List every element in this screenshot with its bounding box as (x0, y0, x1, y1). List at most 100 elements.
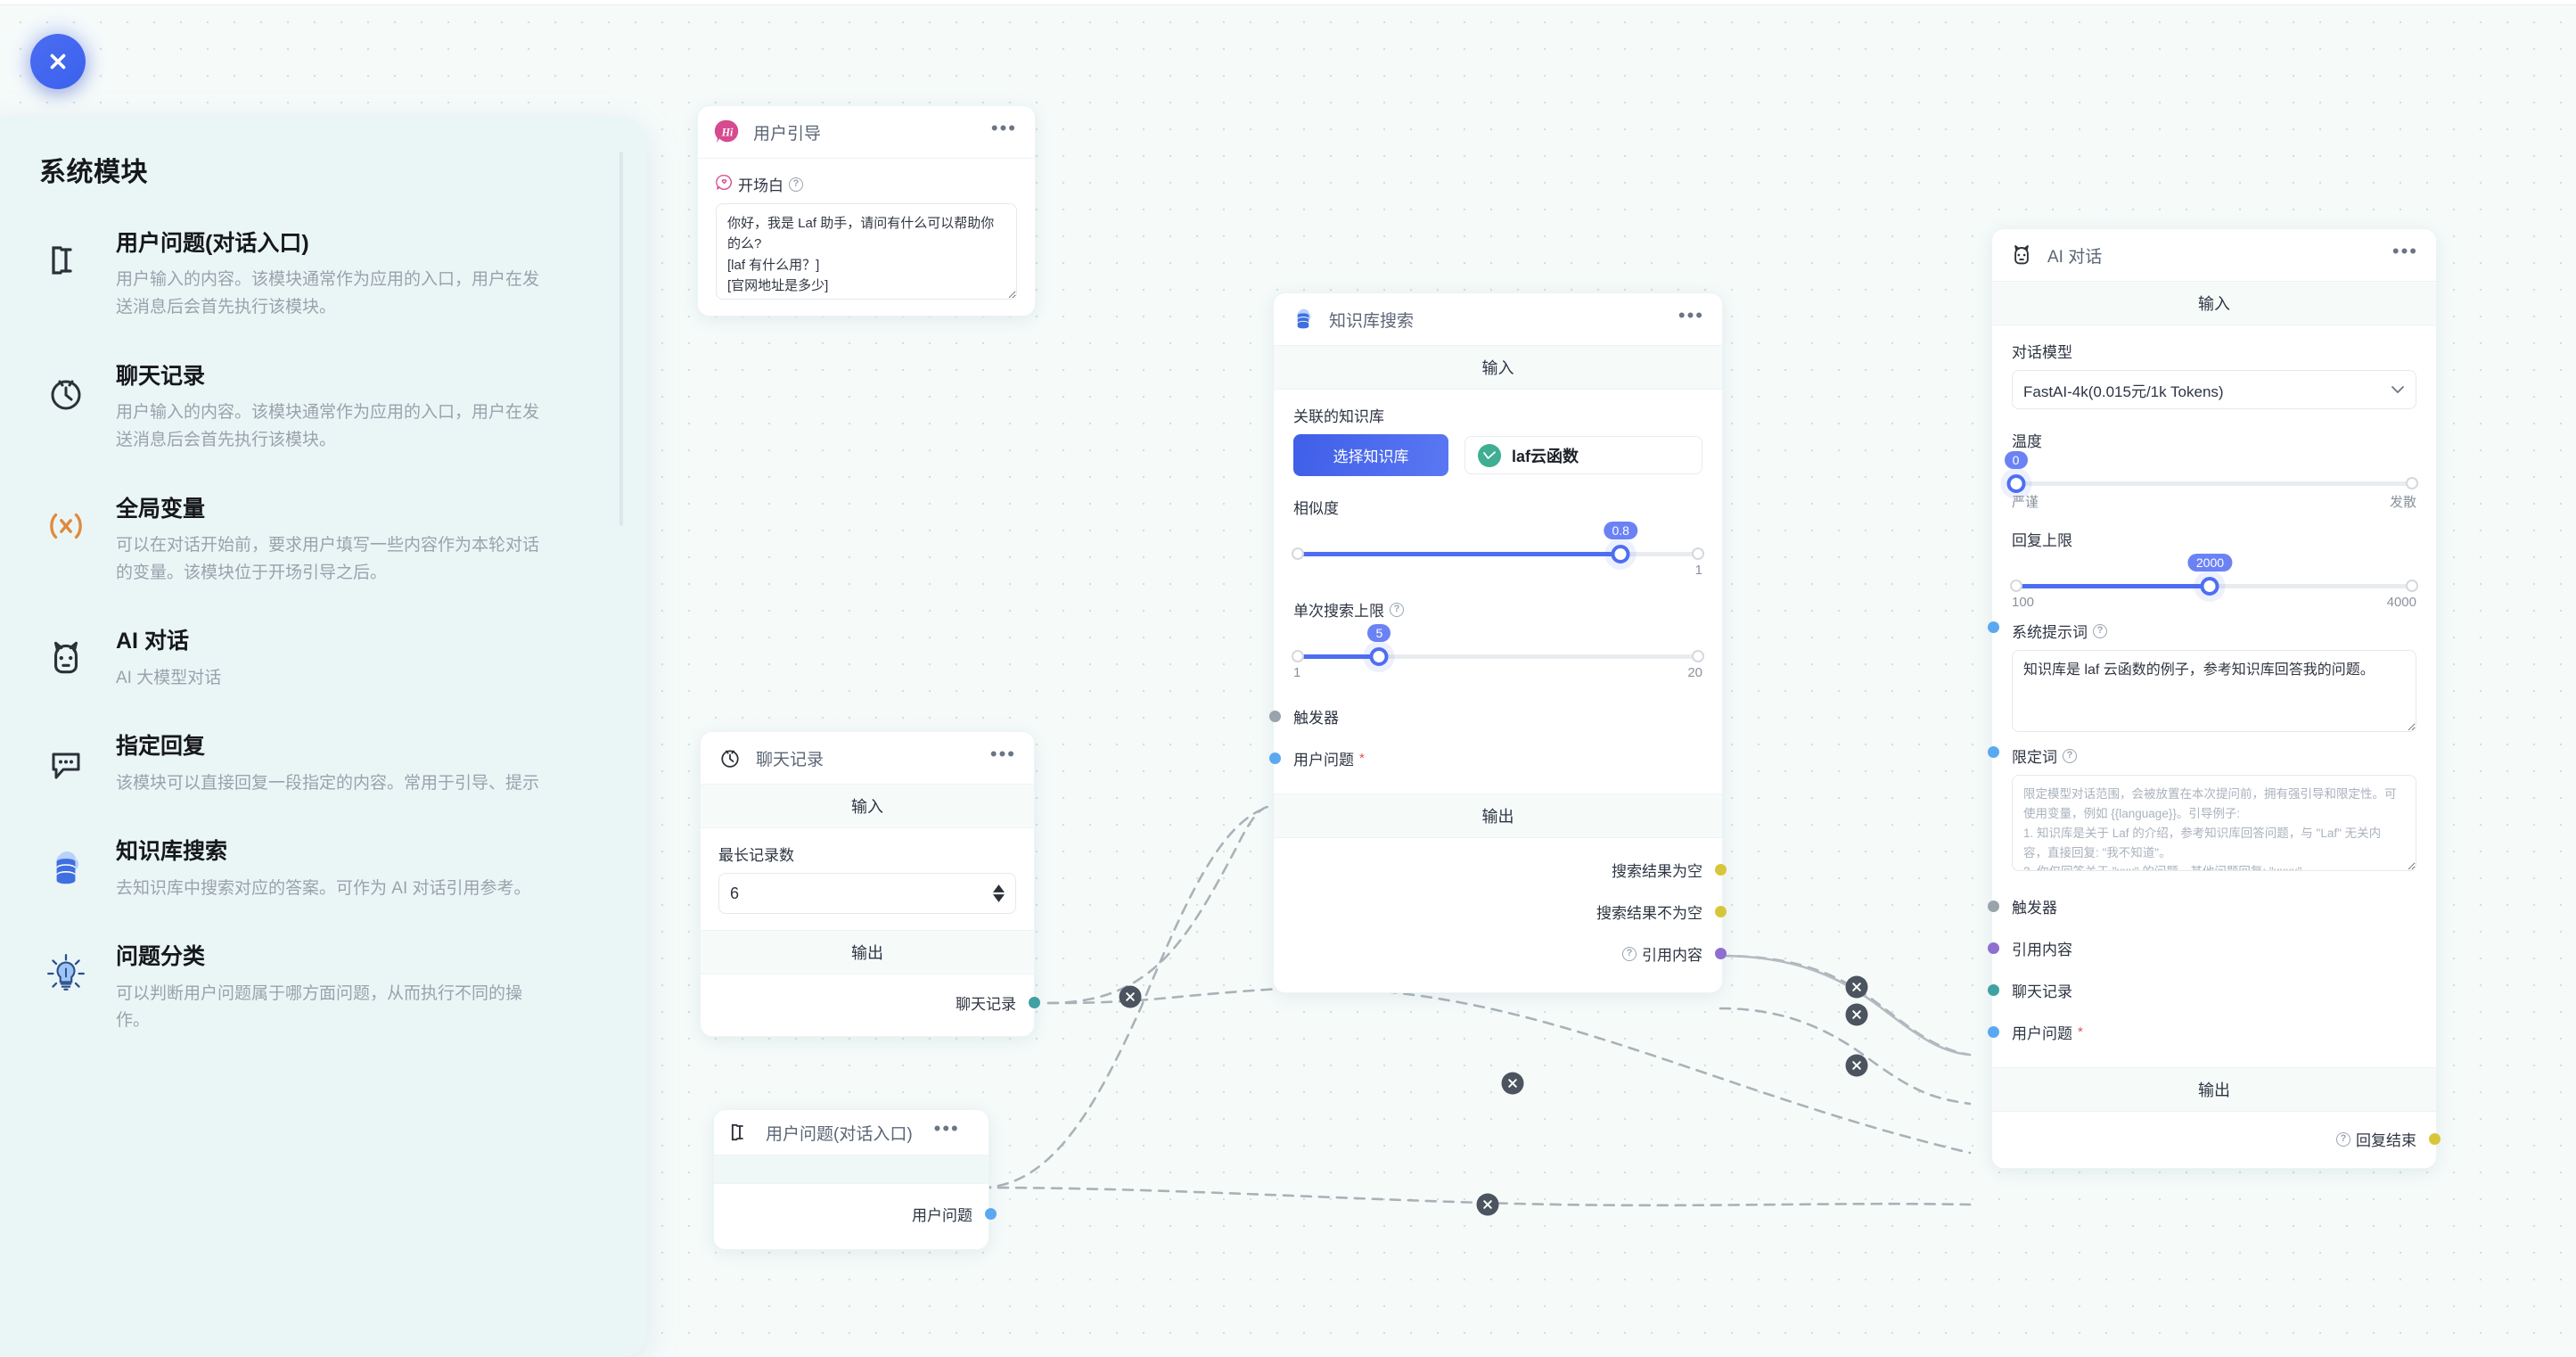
field-label-limit-word: 限定词 ? (2012, 744, 2416, 767)
node-header[interactable]: 聊天记录 ••• (701, 732, 1034, 785)
port-handle[interactable] (1988, 942, 1999, 954)
port-handle[interactable] (1715, 864, 1727, 876)
port-handle[interactable] (1269, 711, 1281, 722)
model-select[interactable]: FastAI-4k(0.015元/1k Tokens) (2012, 370, 2416, 409)
input-port-row-quote[interactable]: 引用内容 (1988, 927, 2416, 969)
node-chat-history[interactable]: 聊天记录 ••• 输入 最长记录数 6 输出 聊天记录 (700, 731, 1040, 1037)
port-label: 用户问题* (1293, 751, 1365, 769)
system-prompt-input[interactable]: 知识库是 laf 云函数的例子，参考知识库回答我的问题。 (2012, 650, 2416, 732)
sidebar-item-user-question[interactable]: 用户问题(对话入口) 用户输入的内容。该模块通常作为应用的入口，用户在发送消息后… (39, 228, 596, 322)
node-ai-chat[interactable]: AI 对话 ••• 输入 对话模型 FastAI-4k(0.015元/1k To… (1988, 228, 2441, 1169)
node-header[interactable]: AI 对话 ••• (1992, 229, 2436, 282)
node-body: 开场白 ? 你好，我是 Laf 助手，请问有什么可以帮助你的么? [laf 有什… (698, 159, 1035, 316)
port-handle[interactable] (1029, 997, 1040, 1008)
slider-thumb[interactable] (2200, 577, 2219, 596)
node-dataset-search[interactable]: 知识库搜索 ••• 输入 关联的知识库 选择知识库 laf云函数 相似度 0.8 (1269, 292, 1727, 993)
sidebar-item-specified-reply[interactable]: 指定回复 该模块可以直接回复一段指定的内容。常用于引导、提示 (39, 731, 596, 797)
port-label: 聊天记录 (956, 996, 1016, 1013)
help-icon[interactable]: ? (2093, 623, 2107, 638)
port-label: 用户问题 (912, 1207, 972, 1224)
input-port-row-chat-history[interactable]: 聊天记录 (1988, 969, 2416, 1011)
limit-word-input[interactable]: 限定模型对话范围，会被放置在本次提问前，拥有强引导和限定性。可使用变量，例如 {… (2012, 775, 2416, 871)
field-label-system-prompt: 系统提示词 ? (2012, 620, 2416, 642)
edge-delete-button[interactable] (1845, 1054, 1868, 1077)
panel-scrollbar[interactable] (619, 152, 623, 526)
node-title: 知识库搜索 (1329, 311, 1415, 331)
temperature-slider[interactable]: 0 严谨 发散 (2004, 451, 2418, 510)
port-handle[interactable] (2429, 1133, 2441, 1145)
dataset-chip[interactable]: laf云函数 (1464, 436, 1702, 474)
sidebar-item-dataset-search[interactable]: 知识库搜索 去知识库中搜索对应的答案。可作为 AI 对话引用参考。 (39, 836, 596, 902)
output-port-row-reply-end[interactable]: ? 回复结束 (2012, 1123, 2441, 1156)
slider-track (1293, 654, 1702, 659)
slider-fill (1293, 654, 1380, 659)
node-header[interactable]: 知识库搜索 ••• (1274, 293, 1722, 346)
node-user-guide[interactable]: Hi 用户引导 ••• 开场白 ? 你好，我是 Laf 助手，请问有什么可以帮助… (697, 105, 1036, 317)
sidebar-item-ai-chat[interactable]: AI 对话 AI 大模型对话 (39, 626, 596, 692)
slider-max-label: 发散 (2389, 495, 2416, 510)
opening-text-input[interactable]: 你好，我是 Laf 助手，请问有什么可以帮助你的么? [laf 有什么用？] [… (716, 203, 1017, 300)
input-port-row-trigger[interactable]: 触发器 (1988, 885, 2416, 927)
port-handle[interactable] (1988, 621, 1999, 633)
node-header[interactable]: 用户问题(对话入口) ••• (714, 1110, 989, 1156)
output-port-row-quote[interactable]: ? 引用内容 (1293, 933, 1727, 975)
field-label-max-tokens: 回复上限 (2012, 532, 2072, 549)
chevron-down-icon (2391, 382, 2405, 397)
sidebar-item-chat-history[interactable]: 聊天记录 用户输入的内容。该模块通常作为应用的入口，用户在发送消息后会首先执行该… (39, 361, 596, 455)
port-handle[interactable] (1988, 1026, 1999, 1038)
help-icon[interactable]: ? (1390, 602, 1404, 617)
slider-thumb[interactable] (1611, 545, 1630, 563)
edge-delete-button[interactable] (1845, 975, 1868, 999)
sidebar-item-question-classify[interactable]: 问题分类 可以判断用户问题属于哪方面问题，从而执行不同的操作。 (39, 942, 596, 1035)
port-handle[interactable] (1715, 906, 1727, 917)
node-title: AI 对话 (2047, 247, 2103, 267)
slider-thumb[interactable] (1369, 647, 1389, 666)
input-port-row-user-question[interactable]: 用户问题* (1269, 737, 1702, 779)
output-port-row-not-empty[interactable]: 搜索结果不为空 (1293, 891, 1727, 933)
help-icon[interactable]: ? (789, 177, 803, 192)
edge-delete-button[interactable] (1119, 985, 1142, 1008)
port-handle[interactable] (1988, 984, 1999, 996)
help-icon[interactable]: ? (2336, 1131, 2350, 1147)
sidebar-item-global-variable[interactable]: 全局变量 可以在对话开始前，要求用户填写一些内容作为本轮对话的变量。该模块位于开… (39, 494, 596, 588)
port-handle[interactable] (985, 1208, 997, 1220)
edge-delete-button[interactable] (1476, 1193, 1499, 1216)
port-handle[interactable] (1988, 901, 1999, 912)
slider-max-label: 4000 (2386, 595, 2416, 610)
output-port-row-empty[interactable]: 搜索结果为空 (1293, 849, 1727, 891)
node-menu-button[interactable]: ••• (1678, 304, 1704, 326)
port-handle[interactable] (1715, 948, 1727, 959)
input-port-row-user-question[interactable]: 用户问题* (1988, 1011, 2416, 1053)
output-port-row[interactable]: 用户问题 (730, 1193, 997, 1235)
output-section-bar: 输出 (1992, 1067, 2436, 1112)
sidebar-item-desc: 用户输入的内容。该模块通常作为应用的入口，用户在发送消息后会首先执行该模块。 (116, 403, 540, 449)
select-dataset-button[interactable]: 选择知识库 (1293, 434, 1448, 476)
output-port-row[interactable]: 聊天记录 (718, 982, 1040, 1024)
help-icon[interactable]: ? (1622, 946, 1637, 961)
node-menu-button[interactable]: ••• (933, 1117, 960, 1139)
node-menu-button[interactable]: ••• (990, 117, 1017, 139)
node-menu-button[interactable]: ••• (2391, 240, 2418, 262)
search-limit-slider[interactable]: 5 1 20 (1292, 624, 1704, 680)
max-records-value: 6 (730, 884, 740, 902)
sidebar-item-label: 聊天记录 (116, 363, 206, 389)
output-section-bar: 输出 (701, 930, 1034, 975)
port-handle[interactable] (1269, 753, 1281, 764)
port-handle[interactable] (1988, 746, 1999, 758)
node-header[interactable]: Hi 用户引导 ••• (698, 106, 1035, 159)
similarity-slider[interactable]: 0.8 1 (1292, 522, 1704, 578)
sidebar-item-desc: 可以判断用户问题属于哪方面问题，从而执行不同的操作。 (116, 983, 523, 1031)
input-port-row-trigger[interactable]: 触发器 (1269, 695, 1702, 737)
node-user-question[interactable]: 用户问题(对话入口) ••• 用户问题 (713, 1109, 997, 1250)
max-records-stepper[interactable]: 6 (718, 873, 1016, 914)
close-panel-button[interactable] (30, 34, 86, 89)
field-label-max-records: 最长记录数 (718, 847, 794, 864)
help-icon[interactable]: ? (2063, 748, 2077, 763)
node-menu-button[interactable]: ••• (989, 743, 1016, 765)
edge-delete-button[interactable] (1845, 1003, 1868, 1026)
max-tokens-slider[interactable]: 2000 100 4000 (2010, 554, 2418, 610)
slider-thumb[interactable] (2006, 474, 2026, 493)
chat-bubble-icon (39, 736, 93, 790)
stepper-arrows[interactable] (993, 884, 1005, 902)
edge-delete-button[interactable] (1501, 1072, 1524, 1095)
